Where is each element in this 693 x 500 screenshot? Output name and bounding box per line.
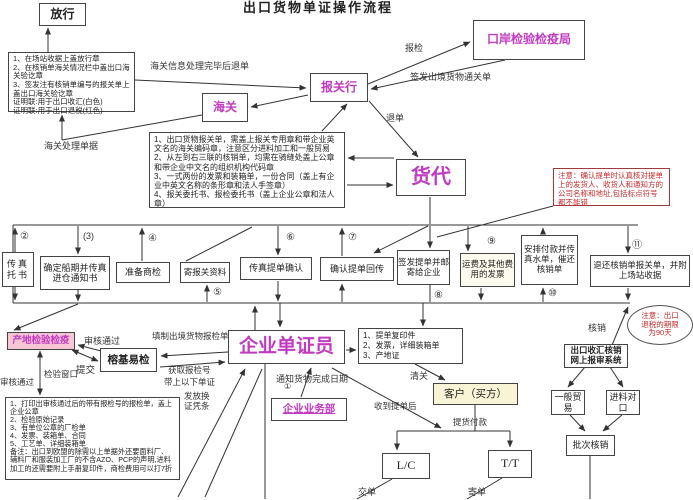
step-number-10: ⑩ [548,288,557,299]
node-document-clerk: 企业单证员 [228,330,345,364]
label-review-passed-left: 审核通过 [0,377,35,387]
node-release: 放行 [39,3,86,26]
note-bl-check: 注意：确认提单时认真核对提单上的发货人、收货人和通知方的公司名称和地址,包括标点… [553,168,670,207]
step-number-11: ⑪ [632,240,642,251]
step-number-4: ④ [148,233,157,244]
node-origin-ciq: 产地检验检疫 [7,332,75,350]
step-number-2: ② [20,231,29,242]
node-customs-broker: 报关行 [310,73,368,102]
label-review-passed: 审核通过 [84,336,121,346]
node-online-verification-system: 出口收汇核销 网上报审系统 [564,344,628,368]
node-port-ciq: 口岸检验检疫局 [473,20,585,60]
node-batch-verification: 批次核销 [566,435,615,456]
list-declaration-docs: 1、出口货物报关单，需盖上报关专用章和带企业英文名的海关编码章，注意区分进料加工… [149,132,345,208]
label-after-receiving-bl: 收到提单后 [374,401,417,411]
label-return-doc: 退单 [386,113,405,123]
label-customs-clearance: 清关 [410,371,429,381]
label-issue-slip: 发放换 证凭条 [184,391,210,412]
label-submit: 提交 [76,365,96,376]
node-rongji-software: 榕基易检 [100,348,157,372]
step-number-8: ⑧ [434,290,443,301]
label-present-docs: 交单 [358,487,377,497]
step-mail-declaration-docs: 寄报关资料 [180,262,230,283]
node-import-material: 进料对口 [606,390,640,415]
step-fax-bl-confirm: 传真提单确认 [240,257,312,280]
step-freight-invoice: 运费及其他费用的发票 [460,253,515,287]
step-fax-booking: 传真托书 [2,252,34,287]
step-confirm-bl-return: 确认提单回传 [320,257,394,281]
node-general-trade: 一般贸易 [551,390,585,415]
list-customer-docs: 1、提单复印件 2、发票，详细装箱单 3、产地证 [358,328,463,364]
step-confirm-schedule: 确定船期并传真进仓通知书 [40,256,110,290]
step-number-5: ⑤ [213,287,222,298]
node-customs: 海关 [202,93,248,122]
step-return-verification-docs: 退还核销单报关单，并附上场站收据 [590,255,690,287]
note-tax-refund-deadline: 注意：出口 退税的期限 为90天 [627,305,693,345]
label-notify-completion-date: 通知货物完成日期 [276,374,349,384]
node-freight-forwarder: 货代 [396,159,466,196]
label-verification: 核销 [588,323,607,333]
label-get-inspection-number: 获取报检号 [168,365,211,375]
list-release-steps: 1、在场站收据上盖放行章 2、在核销单海关情况栏中盖出口海关验讫章 3、签发注有… [8,52,135,115]
step-number-7: ⑦ [348,232,357,243]
node-lc-payment: L/C [382,453,430,479]
step-number-3: (3) [83,231,94,241]
list-inspection-docs: 1、打印出审核通过后的带有报检号的报检单，盖上企业公章 2、检验原始记录 3、有… [5,397,180,480]
step-number-6: ⑥ [286,232,295,243]
label-bring-docs: 带上以下单证 [164,377,216,387]
step-issue-bl-mail: 签发提单并邮寄给企业 [397,250,450,285]
step-number-9: ⑨ [487,236,496,247]
label-inspection-window: 检验窗口 [44,369,79,379]
label-apply-inspection: 报检 [405,43,424,53]
label-issue-clearance: 签发出境货物通关单 [410,72,492,82]
label-send-docs: 寄单 [468,487,487,497]
node-tt-payment: T/T [488,450,532,478]
step-arrange-payment: 安排付款并传真水单，催还核销单 [521,235,578,285]
page-title: 出口货物单证操作流程 [242,0,393,15]
label-fill-form: 填制出境货物报检单 [152,331,229,341]
label-pay-on-delivery: 提货付款 [453,417,488,427]
label-customs-process: 海关处理单据 [44,141,99,151]
node-customer-buyer: 客户（买方） [433,383,518,405]
step-prepare-inspection: 准备商检 [116,262,170,283]
step-number-1: ① [284,382,292,391]
node-business-dept: 企业业务部 [271,398,347,421]
label-customs-return: 海关信息处理完毕后退单 [150,61,250,71]
